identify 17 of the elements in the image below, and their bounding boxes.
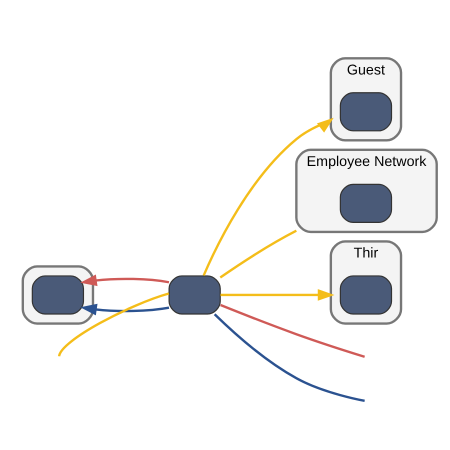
arrow — [80, 274, 170, 286]
node-box — [168, 275, 221, 315]
connector — [214, 313, 365, 402]
arrow — [220, 289, 334, 301]
connector — [220, 230, 297, 278]
cluster: Thir — [330, 240, 402, 325]
cluster — [22, 265, 94, 325]
node-box — [340, 92, 392, 132]
arrow — [80, 304, 170, 316]
node-box — [340, 184, 392, 223]
connector — [220, 304, 365, 358]
node-box — [32, 275, 84, 315]
arrow — [202, 118, 334, 276]
cluster: Guest — [330, 57, 402, 142]
connector — [58, 292, 170, 357]
node-box — [340, 275, 392, 315]
cluster: Employee Network — [295, 148, 438, 234]
